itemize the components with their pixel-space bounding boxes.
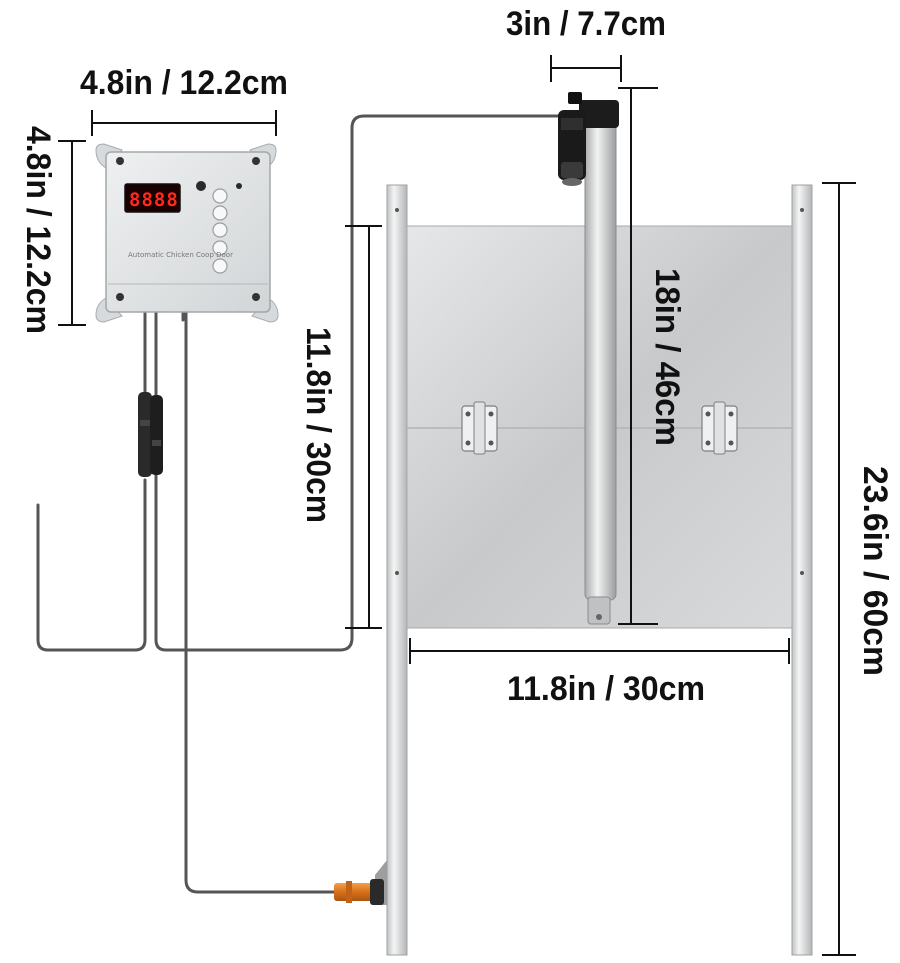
dim-controller-width: 4.8in / 12.2cm bbox=[80, 64, 288, 102]
hinge-left bbox=[461, 401, 498, 455]
control-button-5 bbox=[212, 258, 228, 274]
led-display bbox=[124, 183, 181, 213]
proximity-sensor bbox=[334, 860, 387, 905]
linear-actuator bbox=[558, 92, 619, 625]
led-display-value: 8888 bbox=[129, 189, 179, 211]
hinge-right bbox=[701, 401, 738, 455]
control-button-4 bbox=[212, 240, 228, 256]
dim-door-width: 11.8in / 30cm bbox=[507, 670, 705, 708]
status-indicator bbox=[196, 181, 206, 191]
dim-controller-height: 4.8in / 12.2cm bbox=[19, 126, 57, 334]
dim-actuator-stroke: 18in / 46cm bbox=[648, 268, 686, 446]
sensor-cable bbox=[184, 310, 338, 894]
control-button-3 bbox=[212, 222, 228, 238]
controller-box: 8888 Automatic Chicken Coop Door bbox=[95, 143, 279, 323]
cable-connectors bbox=[138, 392, 163, 477]
control-button-2 bbox=[212, 205, 228, 221]
control-buttons bbox=[212, 188, 228, 274]
dim-actuator-width: 3in / 7.7cm bbox=[506, 5, 666, 43]
door-frame bbox=[386, 184, 813, 956]
dim-door-height: 11.8in / 30cm bbox=[299, 327, 337, 523]
left-rail bbox=[386, 184, 408, 956]
dim-frame-height: 23.6in / 60cm bbox=[856, 466, 894, 676]
control-button-1 bbox=[212, 188, 228, 204]
controller-label: Automatic Chicken Coop Door bbox=[128, 251, 233, 259]
dimension-lines bbox=[58, 55, 856, 956]
right-rail bbox=[791, 184, 813, 956]
